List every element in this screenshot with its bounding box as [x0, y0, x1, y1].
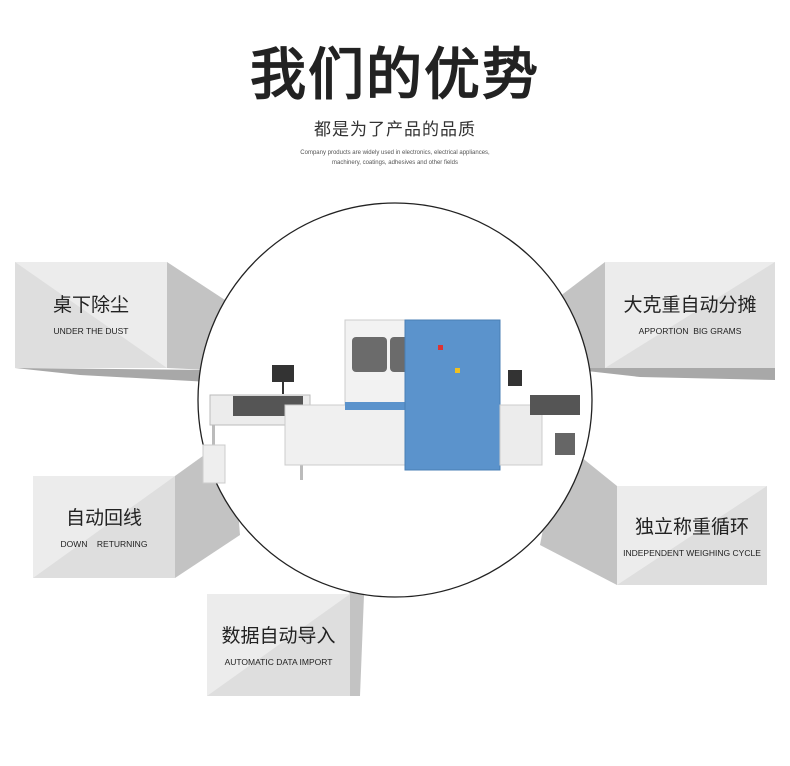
feature-title: 大克重自动分摊: [623, 294, 757, 316]
page-title: 我们的优势: [250, 43, 540, 108]
page-description: Company products are widely used in elec…: [0, 148, 790, 168]
feature-automatic-data-import: 数据自动导入 AUTOMATIC DATA IMPORT: [207, 621, 350, 667]
feature-subtitle: DOWN RETURNING: [60, 539, 148, 549]
panel-front-shade: [33, 476, 175, 578]
panel-shadow: [15, 368, 210, 382]
feature-title: 自动回线: [65, 507, 142, 529]
panel-front-shade: [617, 486, 767, 585]
panel-shadow: [560, 368, 775, 380]
panel-front-shade: [605, 262, 775, 368]
feature-title: 桌下除尘: [52, 294, 129, 316]
feature-subtitle: INDEPENDENT WEIGHING CYCLE: [623, 548, 761, 558]
feature-under-the-dust: 桌下除尘 UNDER THE DUST: [15, 290, 167, 336]
machine-illustration: [202, 319, 580, 484]
feature-apportion-big-grams: 大克重自动分摊 APPORTION BIG GRAMS: [605, 290, 775, 336]
feature-title: 数据自动导入: [221, 625, 336, 647]
panel-front-shade: [15, 262, 167, 368]
panel-front-shade: [207, 594, 350, 696]
feature-title: 独立称重循环: [634, 516, 749, 538]
page-subtitle: 都是为了产品的品质: [314, 120, 476, 140]
panel-side: [320, 560, 365, 696]
feature-subtitle: AUTOMATIC DATA IMPORT: [224, 657, 333, 667]
feature-subtitle: APPORTION BIG GRAMS: [638, 326, 742, 336]
feature-subtitle: UNDER THE DUST: [53, 326, 129, 336]
description-line: machinery, coatings, adhesives and other…: [332, 160, 458, 166]
feature-down-returning: 自动回线 DOWN RETURNING: [33, 503, 175, 549]
description-line: Company products are widely used in elec…: [300, 150, 490, 156]
feature-independent-weighing-cycle: 独立称重循环 INDEPENDENT WEIGHING CYCLE: [617, 512, 767, 558]
